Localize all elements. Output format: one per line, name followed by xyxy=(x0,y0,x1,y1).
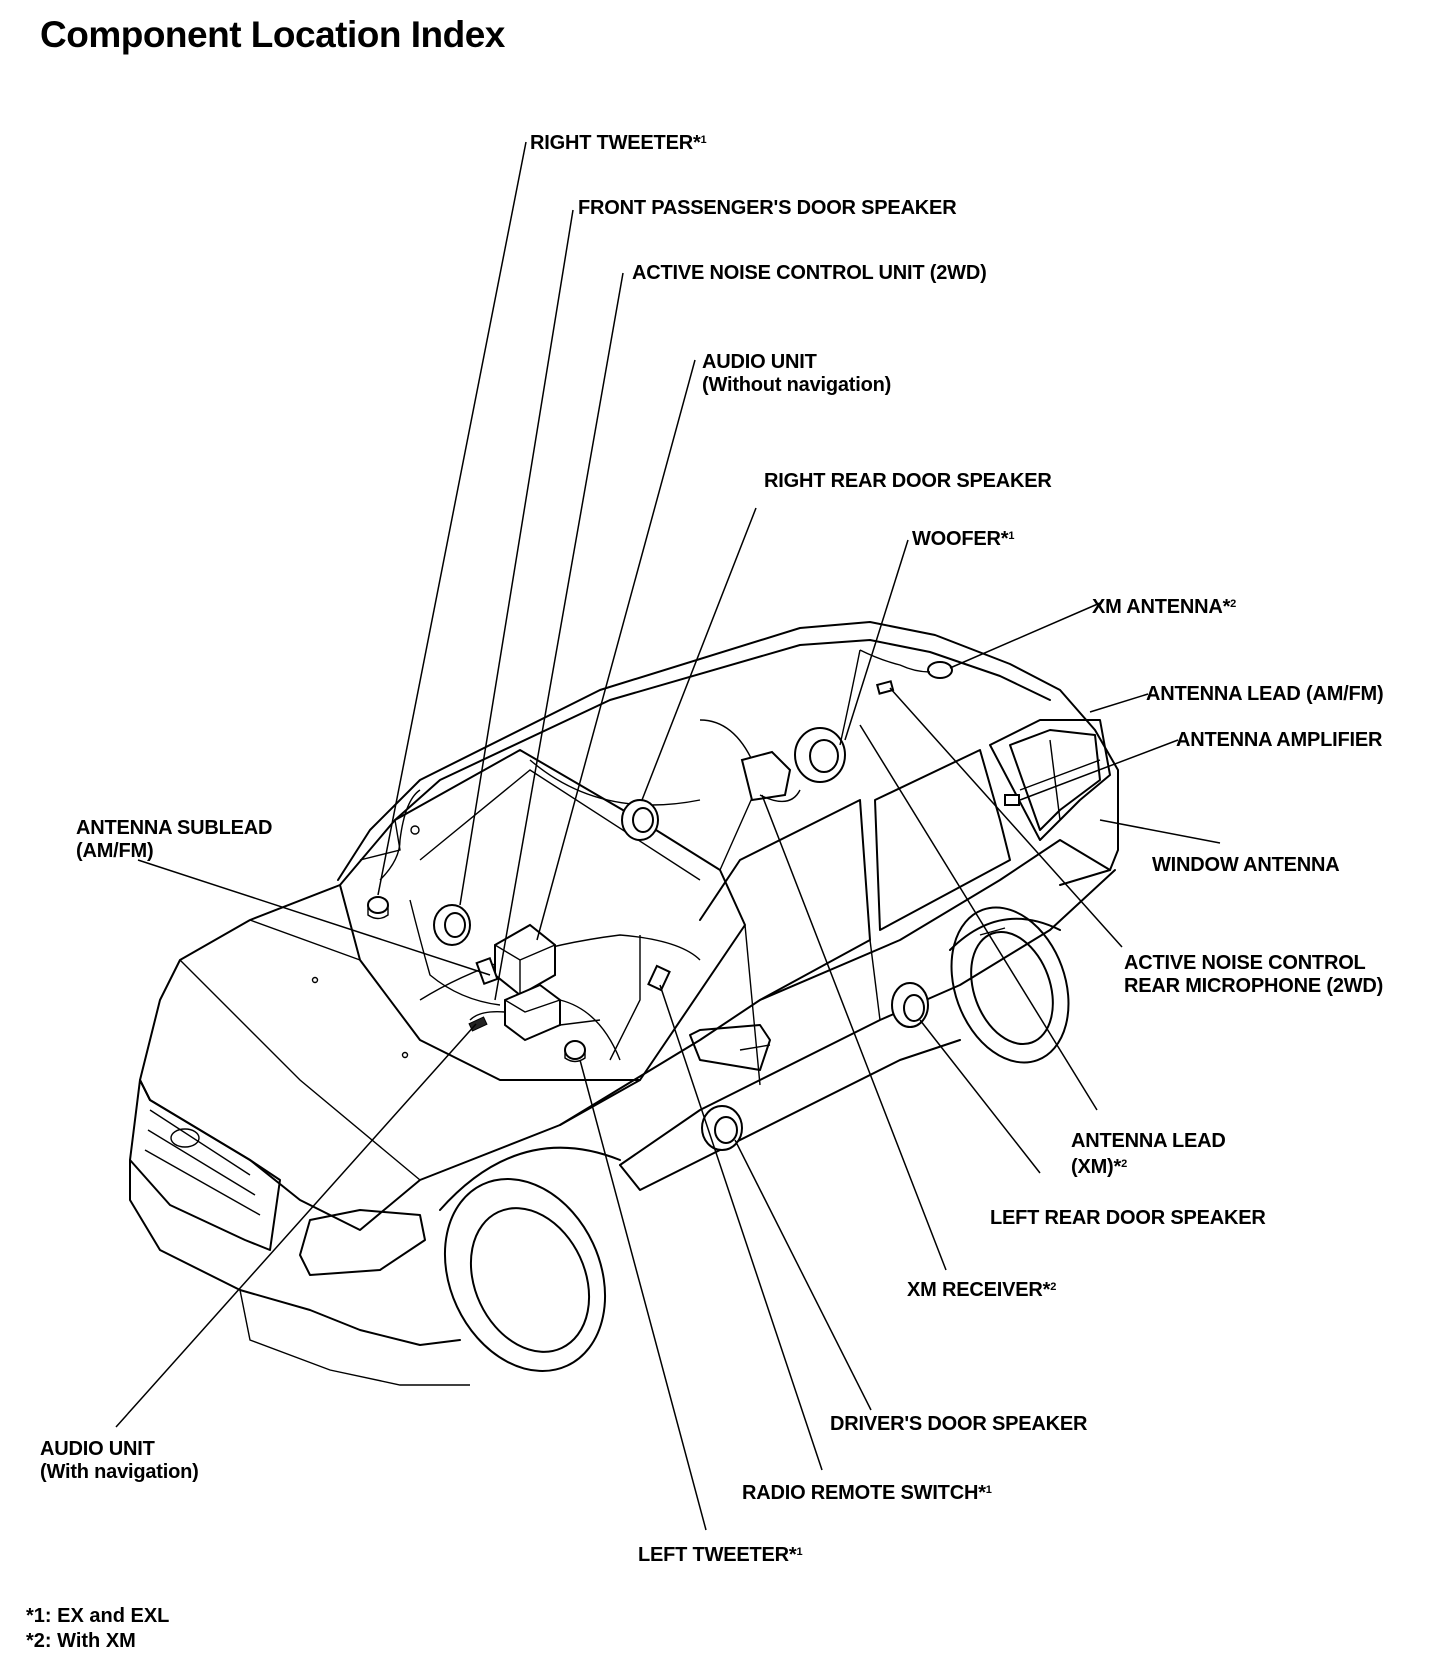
xm-receiver-component xyxy=(740,750,792,802)
label-left-rear-door-speaker: LEFT REAR DOOR SPEAKER xyxy=(990,1207,1266,1229)
audio-unit-component xyxy=(504,983,561,1042)
label-woofer: WOOFER*1 xyxy=(912,528,1015,550)
antenna-amplifier-component xyxy=(1004,794,1020,806)
label-xm-receiver: XM RECEIVER*2 xyxy=(907,1279,1057,1301)
label-front-passenger-door-speaker: FRONT PASSENGER'S DOOR SPEAKER xyxy=(578,197,957,219)
anc-unit-component xyxy=(494,923,556,997)
label-right-rear-door-speaker: RIGHT REAR DOOR SPEAKER xyxy=(764,470,1052,492)
label-left-tweeter: LEFT TWEETER*1 xyxy=(638,1544,803,1566)
label-xm-antenna: XM ANTENNA*2 xyxy=(1092,596,1237,618)
label-anc-rear-microphone: ACTIVE NOISE CONTROL REAR MICROPHONE (2W… xyxy=(1124,952,1384,997)
car-body-outline xyxy=(129,621,1119,1386)
label-antenna-amplifier: ANTENNA AMPLIFIER xyxy=(1176,729,1383,751)
radio-remote-switch-component xyxy=(647,964,671,992)
label-antenna-lead-amfm: ANTENNA LEAD (AM/FM) xyxy=(1146,683,1384,705)
label-window-antenna: WINDOW ANTENNA xyxy=(1152,854,1340,876)
label-drivers-door-speaker: DRIVER'S DOOR SPEAKER xyxy=(830,1413,1088,1435)
label-antenna-sublead: ANTENNA SUBLEAD (AM/FM) xyxy=(76,817,273,862)
right-tweeter-component xyxy=(367,896,389,920)
label-audio-unit-nav: AUDIO UNIT (With navigation) xyxy=(40,1438,199,1483)
anc-rear-microphone-component xyxy=(875,680,895,695)
xm-antenna-component xyxy=(927,661,953,679)
label-anc-unit: ACTIVE NOISE CONTROL UNIT (2WD) xyxy=(632,262,987,284)
label-antenna-lead-xm: ANTENNA LEAD (XM)*2 xyxy=(1071,1130,1226,1178)
footnote-1: *1: EX and EXL xyxy=(26,1605,170,1627)
right-rear-door-speaker-component xyxy=(621,799,659,841)
footnote-2: *2: With XM xyxy=(26,1630,136,1652)
label-right-tweeter: RIGHT TWEETER*1 xyxy=(530,132,707,154)
label-radio-remote-switch: RADIO REMOTE SWITCH*1 xyxy=(742,1482,992,1504)
left-rear-door-speaker-component xyxy=(891,982,929,1028)
leader-lines xyxy=(115,141,1221,1531)
label-audio-unit-no-nav: AUDIO UNIT (Without navigation) xyxy=(702,351,892,396)
front-passenger-door-speaker-component xyxy=(433,904,471,946)
woofer-component xyxy=(794,727,846,783)
antenna-sublead-connector xyxy=(475,956,499,986)
left-tweeter-component xyxy=(564,1040,586,1063)
page-title: Component Location Index xyxy=(40,14,505,55)
